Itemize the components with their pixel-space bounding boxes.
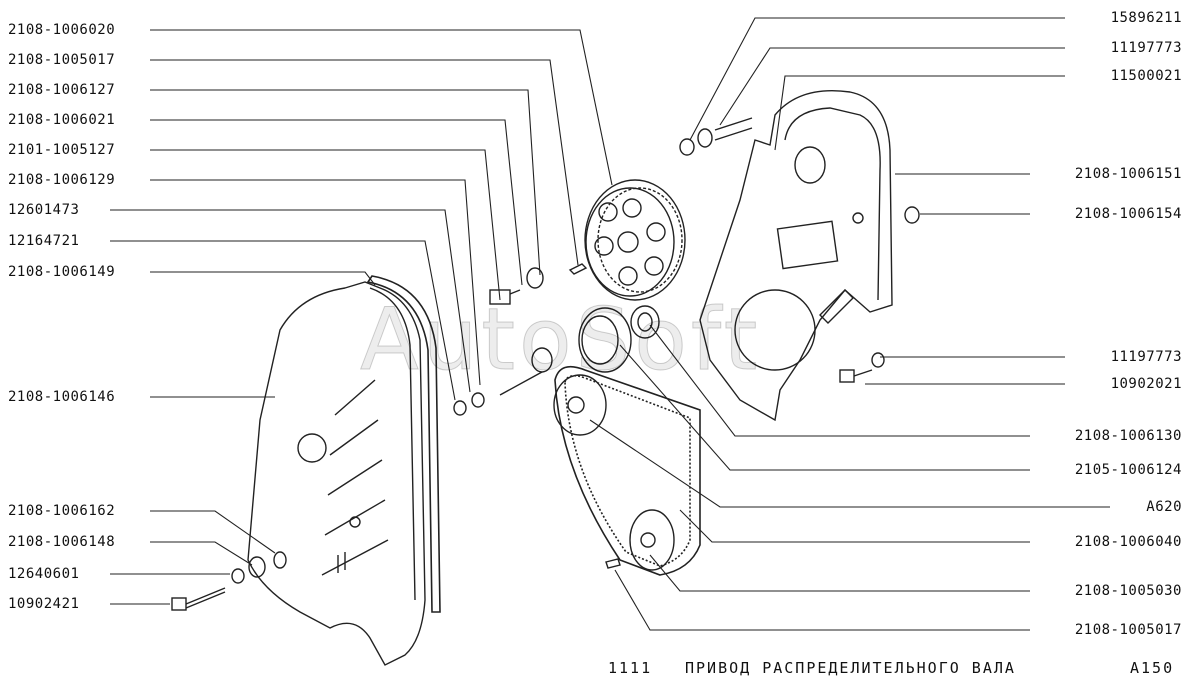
label-left-5: 2101-1005127 [8, 142, 116, 158]
rear-fasteners [679, 117, 920, 383]
diagram-code: A150 [1130, 659, 1175, 677]
label-left-8: 12164721 [8, 233, 80, 249]
label-left-6: 2108-1006129 [8, 172, 116, 188]
label-right-8: 2108-1006130 [1074, 428, 1182, 444]
cover-gasket [366, 275, 441, 613]
timing-belt [554, 365, 701, 576]
label-left-1: 2108-1006020 [8, 22, 116, 38]
tensioner-roller [453, 267, 660, 416]
label-left-2: 2108-1005017 [8, 52, 116, 68]
label-left-13: 12640601 [8, 566, 80, 582]
label-right-7: 10902021 [1110, 376, 1182, 392]
camshaft-pulley [584, 179, 686, 301]
label-right-1: 15896211 [1110, 10, 1182, 26]
leader-lines-left [110, 29, 613, 605]
key-upper [568, 263, 588, 275]
key-lower [605, 558, 621, 569]
label-right-9: 2105-1006124 [1074, 462, 1182, 478]
label-right-2: 11197773 [1110, 40, 1182, 56]
label-left-3: 2108-1006127 [8, 82, 116, 98]
label-left-14: 10902421 [8, 596, 80, 612]
rear-cover [699, 89, 893, 422]
label-right-13: 2108-1005017 [1074, 622, 1182, 638]
crankshaft-pulley [629, 509, 675, 571]
label-left-4: 2108-1006021 [8, 112, 116, 128]
page-number: 1111 [608, 659, 653, 677]
label-left-9: 2108-1006149 [8, 264, 116, 280]
label-right-6: 11197773 [1110, 349, 1182, 365]
label-right-3: 11500021 [1110, 68, 1182, 84]
front-cover [247, 281, 426, 666]
label-left-10: 2108-1006146 [8, 389, 116, 405]
label-right-10: A620 [1146, 499, 1182, 515]
label-left-7: 12601473 [8, 202, 80, 218]
leader-lines-right [589, 17, 1110, 631]
label-right-5: 2108-1006154 [1074, 206, 1182, 222]
watermark: AutoSoft [359, 290, 762, 391]
cover-fasteners [171, 551, 287, 611]
label-left-12: 2108-1006148 [8, 534, 116, 550]
diagram-title: ПРИВОД РАСПРЕДЕЛИТЕЛЬНОГО ВАЛА [685, 659, 1016, 677]
label-right-11: 2108-1006040 [1074, 534, 1182, 550]
label-right-12: 2108-1005030 [1074, 583, 1182, 599]
label-left-11: 2108-1006162 [8, 503, 116, 519]
label-right-4: 2108-1006151 [1074, 166, 1182, 182]
intermediate-pulley [553, 374, 607, 436]
